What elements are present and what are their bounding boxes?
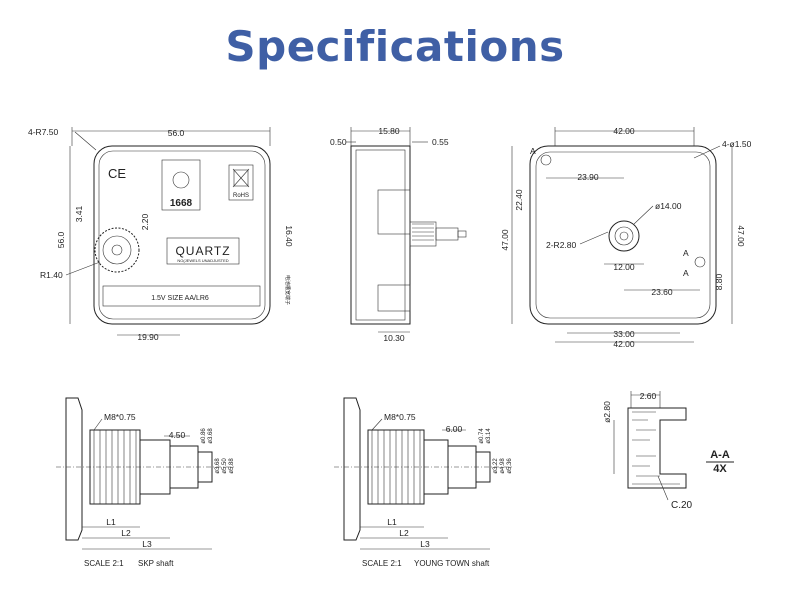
back-dim-33-00: 33.00 <box>613 329 635 339</box>
back-section-a3: A <box>683 268 689 278</box>
skp-caption-name: SKP shaft <box>138 559 174 568</box>
young-town-shaft-view: M8*0.75 6.00 ø0.74 ø3.14 ø3.22 ø4.98 ø5.… <box>334 397 514 568</box>
section-dim-2-80: ø2.80 <box>602 401 612 423</box>
front-body-outline <box>93 145 271 325</box>
skp-diameter-3: ø3.68 <box>215 458 221 474</box>
back-dim-8-80: 8.80 <box>714 273 724 290</box>
battery-slot <box>102 285 261 307</box>
rohs-mark: RoHS <box>233 193 249 199</box>
skp-diameter-2: ø3.68 <box>208 428 214 444</box>
sun-icon <box>172 171 190 189</box>
front-dim-3-41: 3.41 <box>74 205 84 222</box>
skp-flange <box>65 397 83 541</box>
side-view: 15.80 0.50 0.55 10.30 <box>330 126 467 343</box>
yt-diameter-4: ø4.98 <box>500 458 506 474</box>
side-dim-0-55: 0.55 <box>432 137 449 147</box>
back-shaft-boss <box>608 220 640 252</box>
skp-shaft-view: M8*0.75 4.50 ø0.86 ø3.68 ø3.68 ø5.50 ø5.… <box>56 397 236 568</box>
section-detail: 2.60 ø2.80 C.20 A-A 4X <box>602 391 734 511</box>
yt-diameter-3: ø3.22 <box>493 458 499 474</box>
page-title: Specifications <box>225 22 565 71</box>
skp-dim-4-50: 4.50 <box>169 430 186 440</box>
yt-thread-label: M8*0.75 <box>384 412 416 422</box>
back-dim-47-left: 47.00 <box>500 229 510 251</box>
yt-caption-name: YOUNG TOWN shaft <box>414 559 490 568</box>
skp-diameter-1: ø0.86 <box>201 428 207 444</box>
yt-l2: L2 <box>399 528 409 538</box>
section-dim-2-60: 2.60 <box>640 391 657 401</box>
front-dim-2-20: 2.20 <box>140 213 150 230</box>
yt-l1: L1 <box>387 517 397 527</box>
quartz-brand: QUARTZ <box>175 244 230 258</box>
back-dim-12-00: 12.00 <box>613 262 635 272</box>
gear-hub <box>111 244 123 256</box>
battery-label: 1.5V SIZE AA/LR6 <box>151 295 209 302</box>
side-shaft-base <box>409 221 437 247</box>
yt-flange <box>343 397 361 541</box>
front-width-label: 56.0 <box>168 128 185 138</box>
model-badge <box>161 159 201 211</box>
skp-diameter-4: ø5.50 <box>222 458 228 474</box>
model-number: 1668 <box>170 198 193 209</box>
skp-caption-scale: SCALE 2:1 <box>84 559 124 568</box>
side-body <box>350 145 411 325</box>
side-dim-15-80: 15.80 <box>378 126 400 136</box>
section-scale: 4X <box>713 463 727 475</box>
gear-inner <box>102 235 132 265</box>
front-corner-radius-label: 4-R7.50 <box>28 127 59 137</box>
recycle-bin-icon <box>233 169 249 187</box>
front-dim-19-90: 19.90 <box>137 332 159 342</box>
mount-hole-top-left <box>540 154 552 166</box>
section-profile <box>627 407 687 489</box>
back-width-top: 42.00 <box>613 126 635 136</box>
back-body-outline <box>529 145 717 325</box>
front-view: 56.0 4-R7.50 56.0 3.41 CE 1668 RoHS R1.4… <box>28 127 294 342</box>
front-battery-note: 电池槽宽端子 <box>284 275 291 305</box>
ce-mark: CE <box>108 166 126 181</box>
back-dim-47-right: 47.00 <box>736 225 746 247</box>
side-shaft <box>435 227 459 241</box>
skp-diameters: ø0.86 ø3.68 ø3.68 ø5.50 ø5.88 <box>201 428 235 474</box>
back-hole-label: 4-ø1.50 <box>722 139 752 149</box>
front-height-label: 56.0 <box>56 231 66 248</box>
quartz-sub: NO(JEWELS UNADJUSTED <box>177 258 228 263</box>
skp-l1: L1 <box>106 517 116 527</box>
back-diameter-14: ø14.00 <box>655 201 682 211</box>
yt-dim-6-00: 6.00 <box>446 424 463 434</box>
skp-l2: L2 <box>121 528 131 538</box>
gear-icon <box>94 227 140 273</box>
back-section-a1: A <box>530 146 536 156</box>
yt-diameter-5: ø5.36 <box>507 458 513 474</box>
back-dim-23-60: 23.60 <box>651 287 673 297</box>
front-dim-16-40: 16.40 <box>284 225 294 247</box>
front-radius-r1-40: R1.40 <box>40 270 63 280</box>
mount-hole-right <box>694 256 706 268</box>
back-dim-22-40: 22.40 <box>514 189 524 211</box>
skp-diameter-5: ø5.88 <box>229 458 235 474</box>
back-width-bottom: 42.00 <box>613 339 635 349</box>
back-view: 42.00 4-ø1.50 A A A 23.90 22.40 47.00 47… <box>500 126 752 349</box>
yt-l3: L3 <box>420 539 430 549</box>
front-body-inner <box>98 150 266 320</box>
side-dim-10-30: 10.30 <box>383 333 405 343</box>
rohs-badge <box>228 164 254 201</box>
back-section-a2: A <box>683 248 689 258</box>
back-dim-23-90: 23.90 <box>577 172 599 182</box>
yt-diameters: ø0.74 ø3.14 ø3.22 ø4.98 ø5.36 <box>479 428 513 474</box>
yt-diameter-2: ø3.14 <box>486 428 492 444</box>
yt-diameter-1: ø0.74 <box>479 428 485 444</box>
yt-caption-scale: SCALE 2:1 <box>362 559 402 568</box>
section-label: A-A <box>710 449 730 461</box>
skp-l3: L3 <box>142 539 152 549</box>
skp-thread-label: M8*0.75 <box>104 412 136 422</box>
section-chamfer: C.20 <box>671 500 693 511</box>
back-body-inner <box>535 151 711 319</box>
back-radius-2-r2-80: 2-R2.80 <box>546 240 577 250</box>
side-dim-0-50: 0.50 <box>330 137 347 147</box>
quartz-plate <box>166 237 240 265</box>
